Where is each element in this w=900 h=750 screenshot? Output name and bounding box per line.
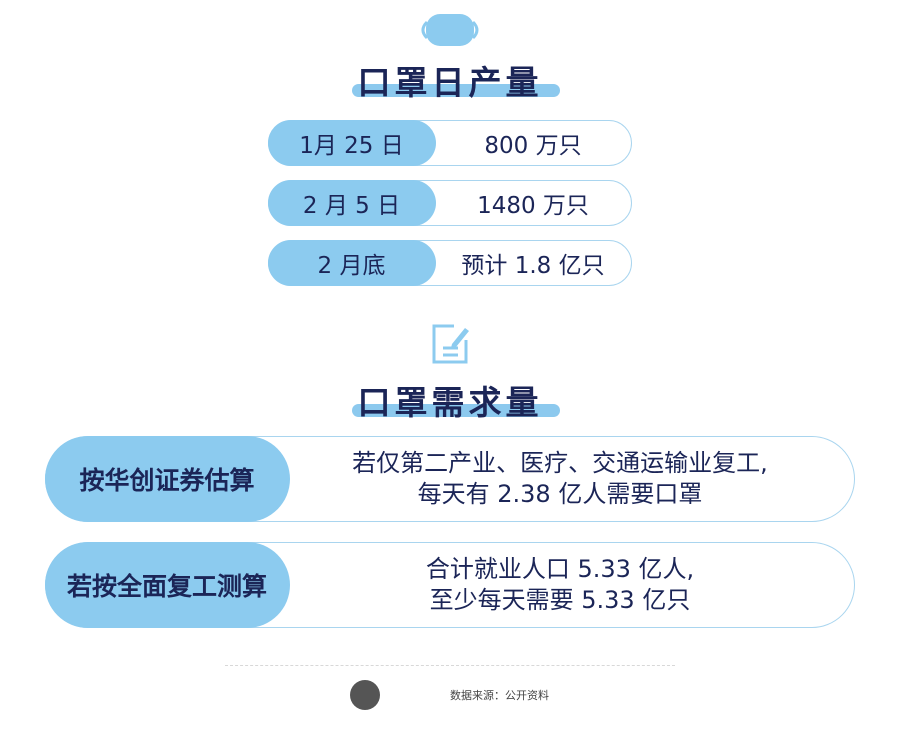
demand-line: 每天有 2.38 亿人需要口罩: [417, 480, 703, 508]
demand-method: 若按全面复工测算: [44, 541, 290, 628]
demand-line: 至少每天需要 5.33 亿只: [429, 586, 691, 614]
output-row: 2 月 5 日 1480 万只: [267, 179, 632, 226]
demand-row: 若按全面复工测算 合计就业人口 5.33 亿人, 至少每天需要 5.33 亿只: [44, 541, 855, 628]
output-date: 2 月 5 日: [267, 179, 436, 226]
divider: [225, 665, 675, 666]
output-value: 1480 万只: [477, 193, 589, 219]
face-mask-icon: [421, 14, 479, 46]
data-source: 数据来源：公开资料: [450, 689, 549, 702]
output-row: 2 月底 预计 1.8 亿只: [267, 239, 632, 286]
brand-logo: [350, 680, 380, 710]
section-title-demand: 口罩需求量: [357, 383, 543, 422]
output-value: 800 万只: [484, 133, 582, 159]
demand-line: 合计就业人口 5.33 亿人,: [425, 555, 695, 583]
output-value: 预计 1.8 亿只: [461, 253, 605, 279]
output-date: 2 月底: [267, 239, 436, 286]
note-edit-icon: [432, 324, 469, 364]
demand-row: 按华创证券估算 若仅第二产业、医疗、交通运输业复工, 每天有 2.38 亿人需要…: [44, 435, 855, 522]
demand-detail: 合计就业人口 5.33 亿人, 至少每天需要 5.33 亿只: [286, 543, 834, 627]
demand-detail: 若仅第二产业、医疗、交通运输业复工, 每天有 2.38 亿人需要口罩: [286, 437, 834, 521]
output-date: 1月 25 日: [267, 119, 436, 166]
output-row: 1月 25 日 800 万只: [267, 119, 632, 166]
demand-method: 按华创证券估算: [44, 435, 290, 522]
title-underline: [352, 404, 560, 417]
demand-line: 若仅第二产业、医疗、交通运输业复工,: [352, 449, 768, 477]
section-title-daily-output: 口罩日产量: [357, 63, 543, 102]
footer: 数据来源：公开资料: [350, 680, 549, 710]
title-underline: [352, 84, 560, 97]
